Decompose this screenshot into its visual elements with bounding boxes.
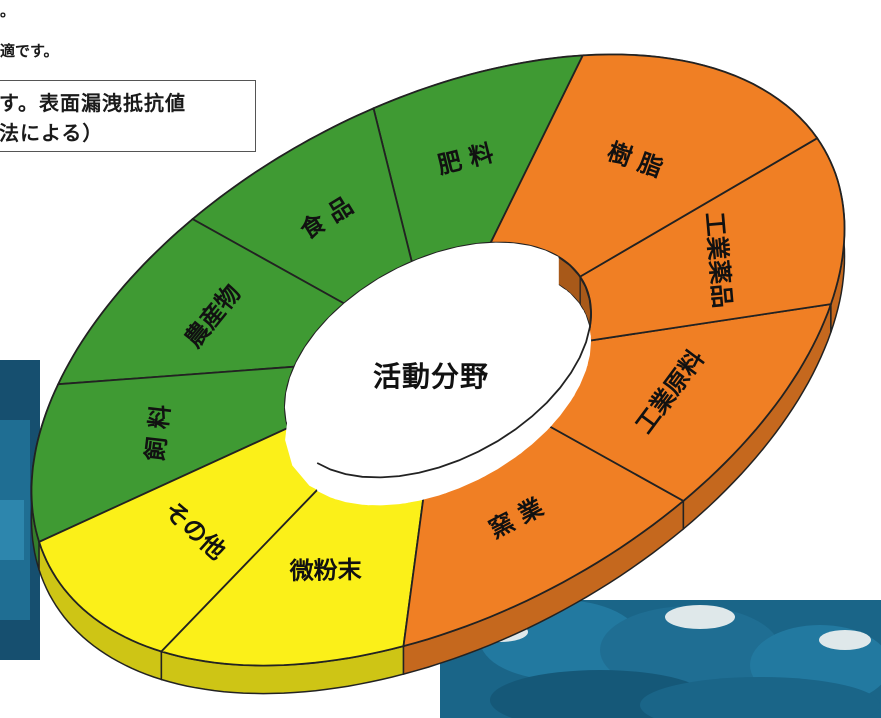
center-label: 活動分野 [372,360,489,393]
note-line-2: 法による） [0,121,104,145]
ring-hole-edge [316,256,593,479]
ring-hole-inner [284,242,592,506]
intro-text-line-2: 適です。 [0,42,59,60]
segment-label-4: 飼 料 [141,403,175,462]
segment-label-6: 微粉末 [288,556,362,585]
note-box: す。表面漏洩抵抗値 法による） [0,80,256,152]
note-line-1: す。表面漏洩抵抗値 [0,91,186,115]
intro-text-line-1: 。 [0,2,16,20]
